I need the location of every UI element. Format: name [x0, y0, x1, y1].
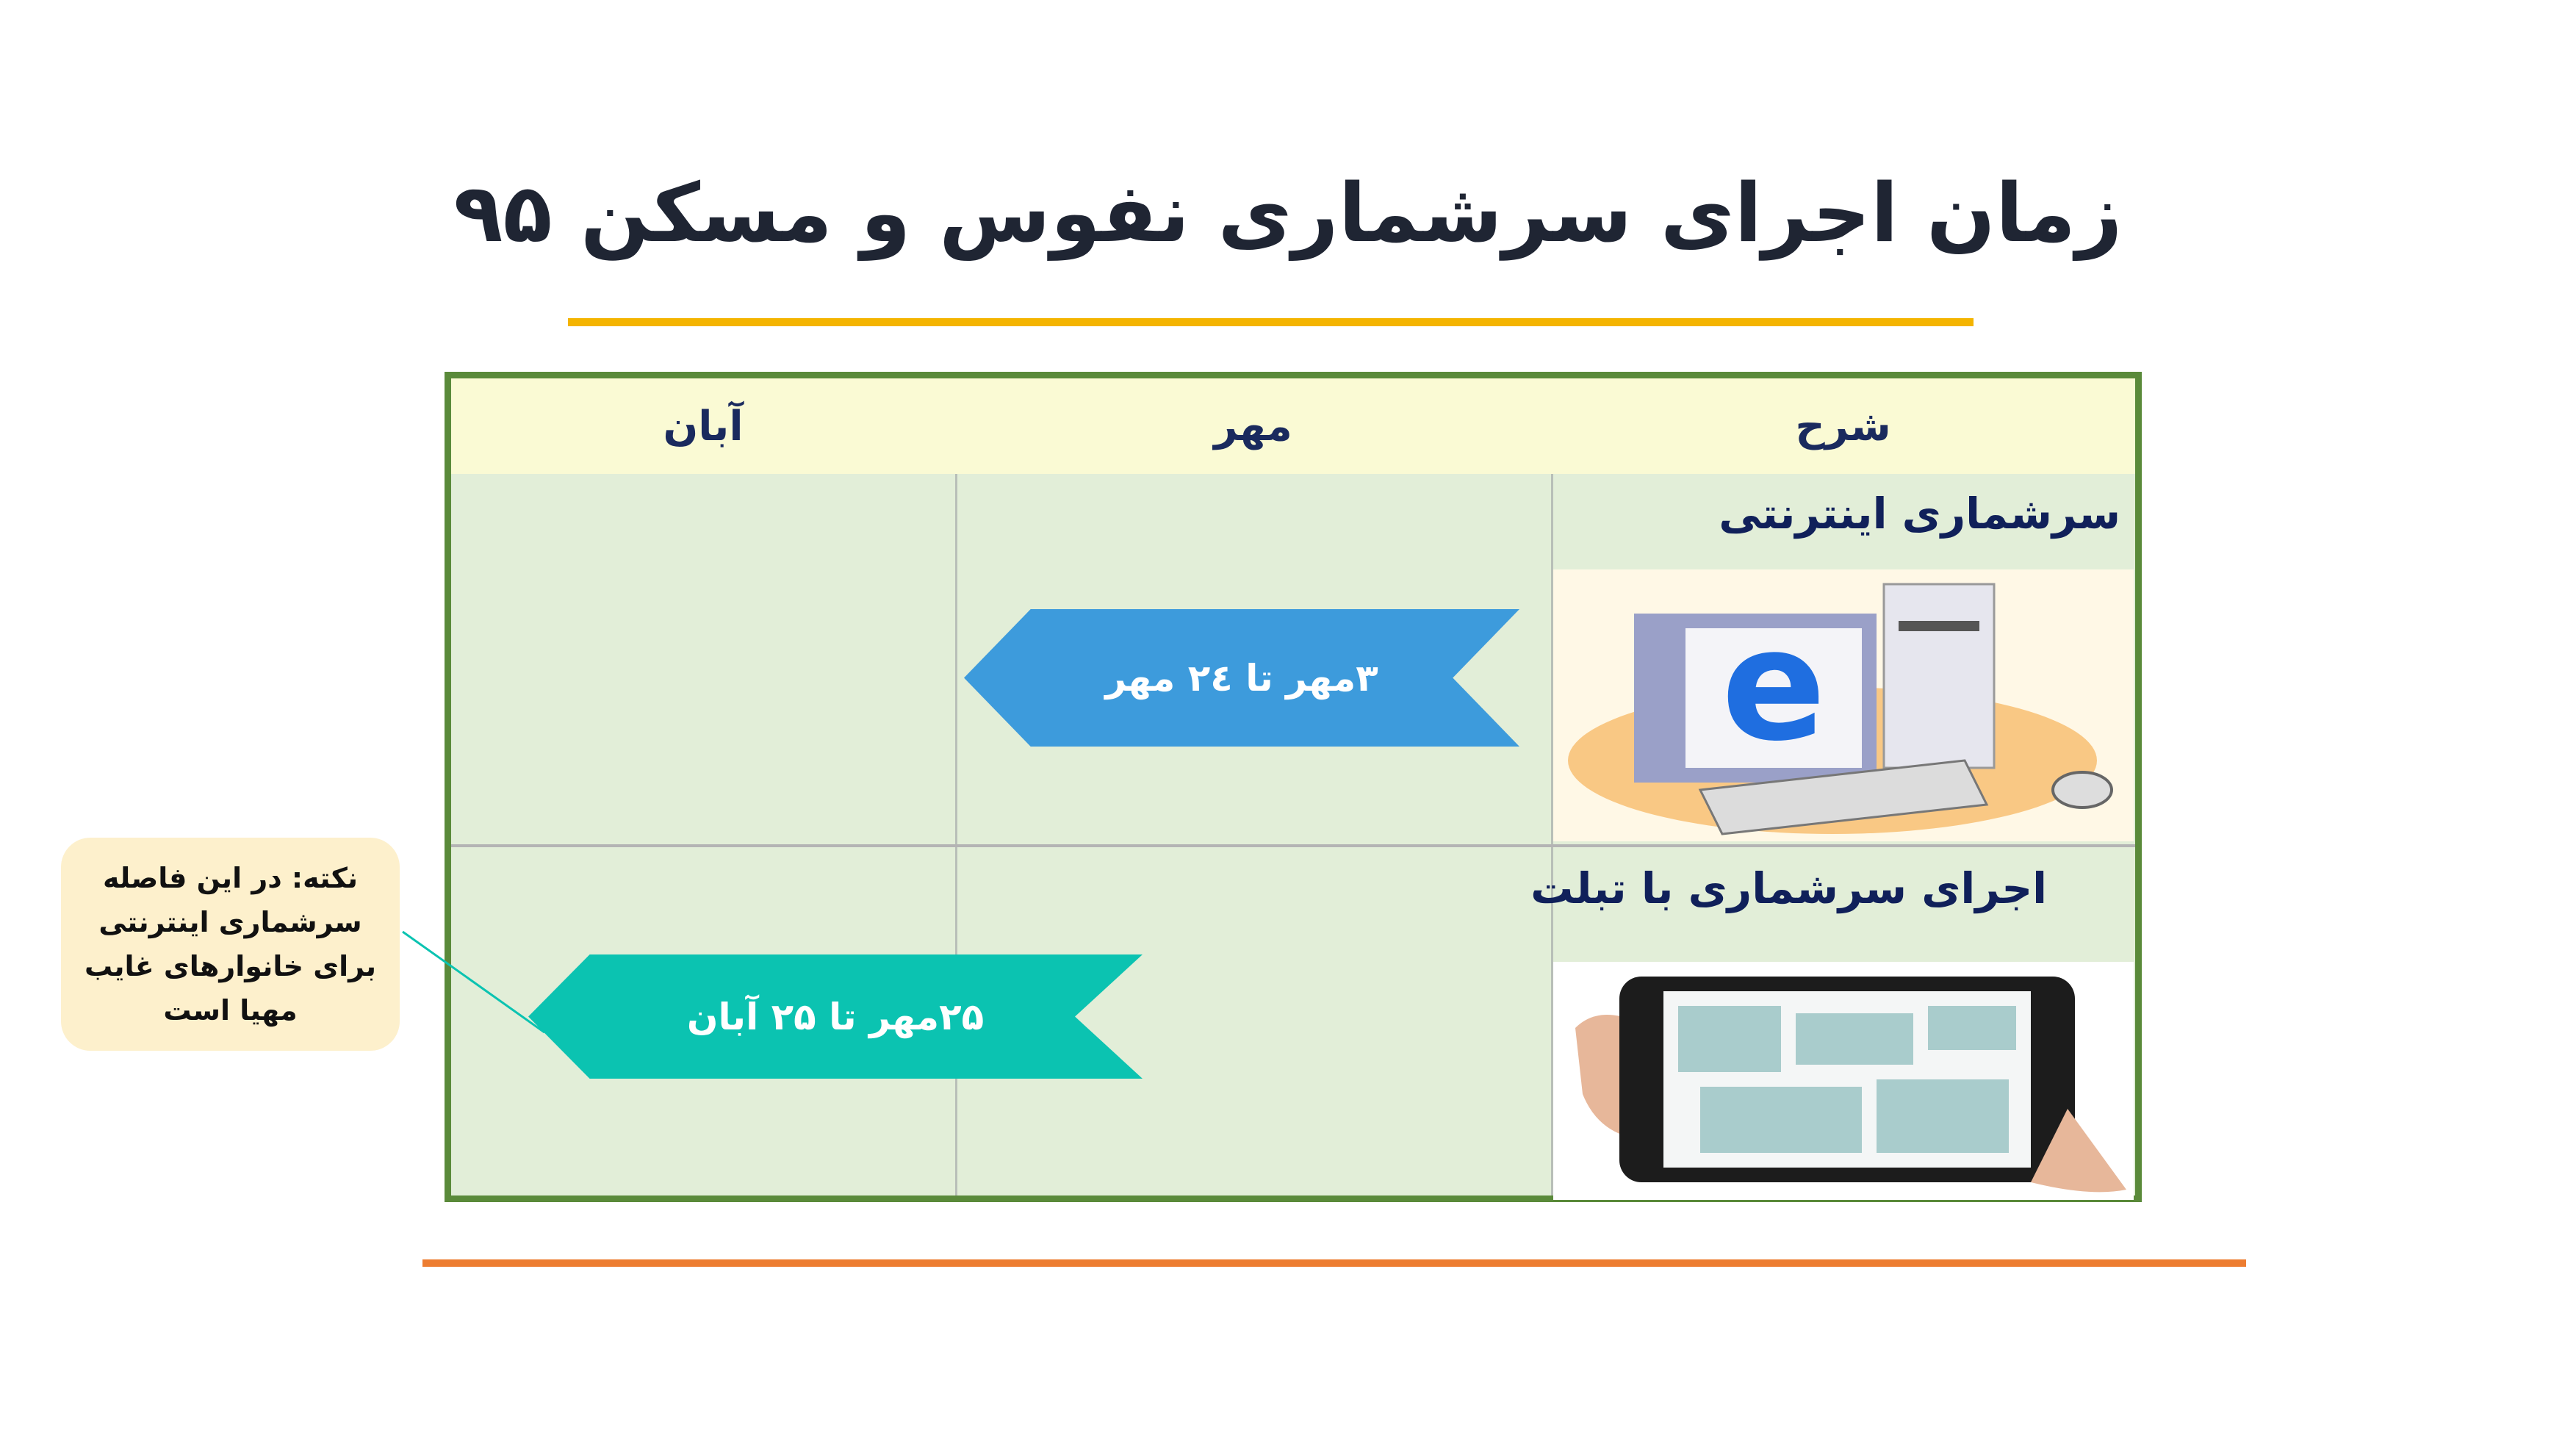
svg-text:e: e: [1721, 595, 1826, 775]
period-arrow-tablet: ۲۵مهر تا ۲۵ آبان: [528, 954, 1143, 1079]
row-divider: [451, 844, 2135, 847]
header-aban: آبان: [451, 378, 955, 474]
period-arrow-internet: ۳مهر تا ۲٤ مهر: [964, 609, 1519, 747]
computer-image: e: [1553, 569, 2134, 841]
bottom-divider: [422, 1259, 2246, 1267]
row-label-tablet-census: اجرای سرشماری با تبلت: [1530, 863, 2047, 913]
schedule-table: آبان مهر شرح سرشماری اینترنتی اجرای سرشم…: [445, 372, 2142, 1202]
slide-title: زمان اجرای سرشماری نفوس و مسکن ۹۵: [453, 166, 2123, 260]
column-divider: [955, 474, 957, 1195]
header-description: شرح: [1551, 378, 2135, 474]
row-label-internet-census: سرشماری اینترنتی: [1719, 489, 2120, 539]
tablet-image: [1553, 962, 2134, 1200]
title-underline: [568, 318, 1974, 326]
header-mehr: مهر: [955, 378, 1551, 474]
note-callout: نکته: در این فاصله سرشماری اینترنتی برای…: [61, 838, 400, 1051]
note-line: مهیا است: [163, 994, 298, 1026]
period-label: ۳مهر تا ۲٤ مهر: [1105, 656, 1378, 700]
note-line: سرشماری اینترنتی: [98, 906, 362, 938]
note-line: برای خانوارهای غایب: [84, 950, 377, 982]
period-label: ۲۵مهر تا ۲۵ آبان: [686, 995, 985, 1038]
column-divider: [1551, 474, 1553, 1195]
note-line: نکته: در این فاصله: [102, 862, 359, 894]
